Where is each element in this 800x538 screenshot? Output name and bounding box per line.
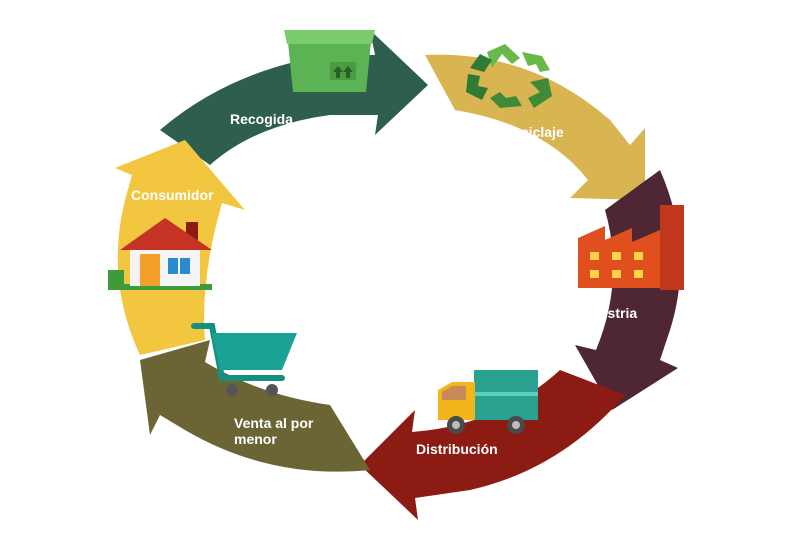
label-consumidor: Consumidor — [131, 187, 214, 203]
label-venta-line2: menor — [234, 431, 277, 447]
arrow-distribucion — [360, 370, 625, 520]
label-venta-line1: Venta al por — [234, 415, 314, 431]
house-icon — [108, 218, 212, 290]
bin-icon — [284, 30, 375, 92]
factory-icon — [578, 205, 684, 290]
label-industria: Industria — [578, 305, 637, 321]
arrow-industria — [575, 170, 681, 410]
cart-icon — [191, 323, 297, 396]
arrow-venta — [140, 340, 370, 472]
truck-icon — [438, 370, 538, 434]
label-distribucion: Distribución — [416, 441, 498, 457]
label-recogida: Recogida — [230, 111, 293, 127]
recycle-icon — [466, 44, 552, 108]
label-reciclaje: Reciclaje — [503, 124, 564, 140]
